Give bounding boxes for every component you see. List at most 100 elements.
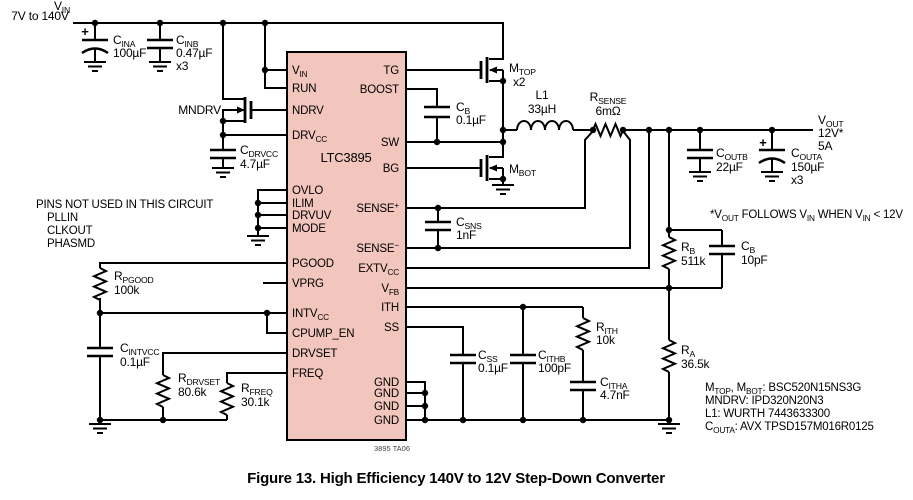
pin-label-ss: SS [384, 322, 399, 334]
label-cdrvcc: CDRVCC [240, 143, 278, 159]
label-rfreq: RFREQ [241, 381, 273, 397]
label-cithb: CITHB [538, 348, 566, 364]
cina-plus-icon: + [81, 24, 89, 39]
couta-plus-icon: + [759, 135, 767, 150]
label-rfreq-value: 30.1k [241, 395, 271, 409]
label-cdrvcc-value: 4.7µF [240, 157, 270, 171]
label-cb-boost: CB [456, 100, 470, 116]
schematic-tag: 3895 TA06 [374, 444, 410, 453]
label-cithb-value: 100pF [538, 361, 571, 375]
label-cb-boost-value: 0.1µF [456, 113, 486, 127]
pin-label-drvcc: DRVCC [292, 130, 327, 144]
pin-label-freq: FREQ [292, 368, 323, 380]
vin-range-label: 7V to 140V [11, 9, 69, 23]
label-cb-fb-value: 10pF [741, 253, 768, 267]
bom-line-mndrv: MNDRV: IPD320N20N3 [705, 395, 823, 407]
pin-label-gnd-4: GND [374, 415, 399, 427]
label-rith: RITH [596, 320, 618, 336]
unused-pin-pllin: PLLIN [47, 212, 78, 224]
vout-label: VOUT [818, 113, 844, 129]
label-citha: CITHA [600, 375, 628, 391]
pin-label-cpump-en: CPUMP_EN [292, 328, 354, 340]
pin-label-sw: SW [381, 137, 399, 149]
unused-pin-phasmd: PHASMD [47, 238, 95, 250]
label-coutb-value: 22µF [716, 160, 743, 174]
label-cb-fb: CB [741, 239, 755, 255]
pin-label-boost: BOOST [360, 84, 399, 96]
pin-label-vin: VIN [292, 65, 308, 79]
pin-label-sense-p: SENSE+ [356, 201, 399, 215]
mosfet-bars [243, 57, 489, 181]
pin-label-gnd-3: GND [374, 401, 399, 413]
label-mndrv: MNDRV [178, 103, 221, 117]
label-mtop: MTOP [509, 61, 536, 77]
resistors [91, 121, 678, 416]
pin-label-run: RUN [292, 83, 316, 95]
vout-voltage: 12V* [818, 126, 844, 140]
label-css-value: 0.1µF [478, 361, 508, 375]
label-csns-value: 1nF [456, 228, 476, 242]
label-cina-value: 100µF [113, 46, 146, 60]
label-cinb-value: 0.47µF [176, 46, 212, 60]
pin-label-extvcc: EXTVCC [358, 263, 399, 277]
pin-label-gnd-1: GND [374, 377, 399, 389]
label-rdrvset: RDRVSET [178, 371, 221, 387]
label-mtop-qty: x2 [513, 75, 526, 89]
capacitor-plates [82, 38, 785, 392]
label-couta-value: 150µF [791, 160, 824, 174]
polarized-capacitor-plates [81, 47, 786, 165]
pin-label-vfb: VFB [381, 283, 399, 297]
vin-label: VIN [54, 0, 70, 15]
label-coutb: COUTB [716, 146, 748, 162]
bom-line-couta: COUTA: AVX TPSD157M016R0125 [705, 421, 874, 435]
ic-name: LTC3895 [320, 150, 371, 165]
label-cintvcc-value: 0.1µF [120, 355, 150, 369]
junction-dots [91, 19, 776, 424]
pin-label-ilim: ILIM [292, 198, 314, 210]
pin-label-pgood: PGOOD [292, 258, 334, 270]
label-cinb-qty: x3 [176, 59, 189, 73]
figure-caption: Figure 13. High Efficiency 140V to 12V S… [247, 470, 665, 487]
bom-line-l1: L1: WURTH 7443633300 [705, 408, 830, 420]
inductor-l1-coil [516, 120, 574, 131]
label-cintvcc: CINTVCC [120, 341, 159, 357]
vout-current: 5A [818, 139, 832, 153]
unused-pin-clkout: CLKOUT [47, 225, 93, 237]
ic-ltc3895-body [286, 51, 407, 441]
label-rsense: RSENSE [590, 90, 627, 106]
label-rsense-value: 6mΩ [595, 104, 620, 118]
label-csns: CSNS [456, 215, 482, 231]
pin-label-vprg: VPRG [292, 278, 324, 290]
pin-label-sense-n: SENSE− [356, 241, 399, 255]
label-couta: COUTA [791, 146, 822, 162]
label-css: CSS [478, 348, 498, 364]
label-rb-value: 511k [681, 254, 707, 268]
label-ra: RA [681, 343, 695, 359]
label-rdrvset-value: 80.6k [178, 385, 208, 399]
label-citha-value: 4.7nF [600, 388, 630, 402]
label-rpgood-value: 100k [114, 283, 140, 297]
label-cinb: CINB [176, 33, 199, 49]
pin-label-bg: BG [383, 163, 399, 175]
label-mbot: MBOT [509, 162, 537, 178]
ground-symbols [84, 61, 783, 434]
pin-label-ovlo: OVLO [292, 185, 323, 197]
label-ra-value: 36.5k [681, 357, 711, 371]
pin-label-tg: TG [383, 65, 399, 77]
label-cina: CINA [113, 33, 136, 49]
label-couta-qty: x3 [791, 173, 804, 187]
pin-label-gnd-2: GND [374, 388, 399, 400]
pin-label-ith: ITH [381, 302, 399, 314]
bom-line-mosfets: MTOP, MBOT: BSC520N15NS3G [705, 382, 861, 396]
unused-pins-title: PINS NOT USED IN THIS CIRCUIT [36, 199, 213, 211]
label-rb: RB [681, 240, 695, 256]
label-rpgood: RPGOOD [114, 269, 154, 285]
vout-follows-note: *VOUT FOLLOWS VIN WHEN VIN < 12V [710, 209, 903, 223]
pin-label-drvset: DRVSET [292, 348, 337, 360]
label-l1-value: 33µH [528, 102, 556, 116]
label-l1: L1 [536, 88, 549, 102]
pin-label-mode: MODE [292, 223, 326, 235]
